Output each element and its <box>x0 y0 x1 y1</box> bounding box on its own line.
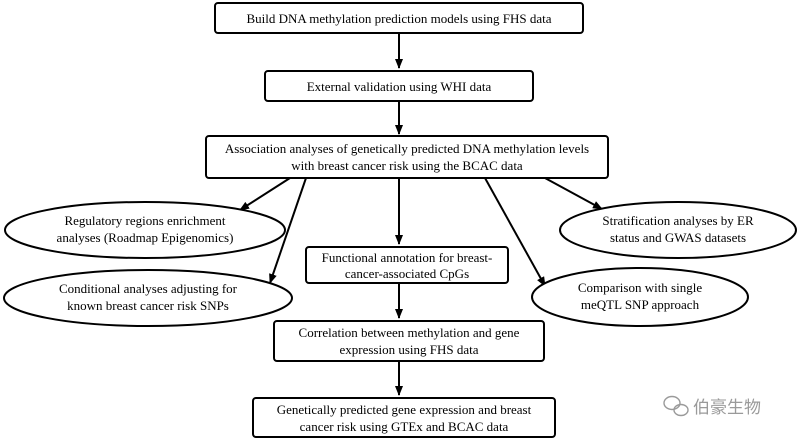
node-association-analyses: Association analyses of genetically pred… <box>205 135 609 179</box>
node-external-validation: External validation using WHI data <box>264 70 534 102</box>
node-build-models: Build DNA methylation prediction models … <box>214 2 584 34</box>
node-meqtl-comparison-line-1: Comparison with single <box>578 280 702 295</box>
node-methylation-expression-correlation-line-2: expression using FHS data <box>339 342 478 357</box>
node-gene-expression-risk: Genetically predicted gene expression an… <box>252 397 556 438</box>
watermark: 伯豪生物 <box>663 395 761 418</box>
arrow-association-to-conditional <box>269 177 307 284</box>
node-gene-expression-risk-line-1: Genetically predicted gene expression an… <box>277 402 532 417</box>
node-meqtl-comparison: Comparison with single meQTL SNP approac… <box>531 267 749 327</box>
watermark-text: 伯豪生物 <box>693 397 761 418</box>
node-conditional-analyses: Conditional analyses adjusting for known… <box>3 269 293 327</box>
node-stratification-analyses-line-2: status and GWAS datasets <box>610 230 746 245</box>
node-build-models-line-1: Build DNA methylation prediction models … <box>246 11 551 26</box>
node-gene-expression-risk-line-2: cancer risk using GTEx and BCAC data <box>300 419 509 434</box>
node-methylation-expression-correlation: Correlation between methylation and gene… <box>273 320 545 362</box>
node-conditional-analyses-line-1: Conditional analyses adjusting for <box>59 281 238 296</box>
node-methylation-expression-correlation-line-1: Correlation between methylation and gene <box>299 325 520 340</box>
arrow-association-to-stratification <box>544 177 603 210</box>
node-regulatory-enrichment: Regulatory regions enrichment analyses (… <box>4 201 286 259</box>
node-stratification-analyses-line-1: Stratification analyses by ER <box>602 213 754 228</box>
connectors <box>239 34 603 396</box>
arrow-association-to-regulatory <box>239 177 291 211</box>
node-regulatory-enrichment-line-1: Regulatory regions enrichment <box>64 213 225 228</box>
node-functional-annotation-line-2: cancer-associated CpGs <box>345 266 469 281</box>
node-external-validation-line-1: External validation using WHI data <box>307 79 492 94</box>
node-functional-annotation: Functional annotation for breast- cancer… <box>305 246 509 284</box>
wechat-icon <box>663 395 689 417</box>
node-stratification-analyses: Stratification analyses by ER status and… <box>559 201 797 259</box>
node-regulatory-enrichment-line-2: analyses (Roadmap Epigenomics) <box>57 230 234 245</box>
node-conditional-analyses-line-2: known breast cancer risk SNPs <box>67 298 229 313</box>
node-association-analyses-line-1: Association analyses of genetically pred… <box>225 141 589 156</box>
node-association-analyses-line-2: with breast cancer risk using the BCAC d… <box>291 158 523 173</box>
node-functional-annotation-line-1: Functional annotation for breast- <box>322 250 493 265</box>
node-meqtl-comparison-line-2: meQTL SNP approach <box>581 297 700 312</box>
arrow-association-to-meqtl <box>484 177 546 287</box>
